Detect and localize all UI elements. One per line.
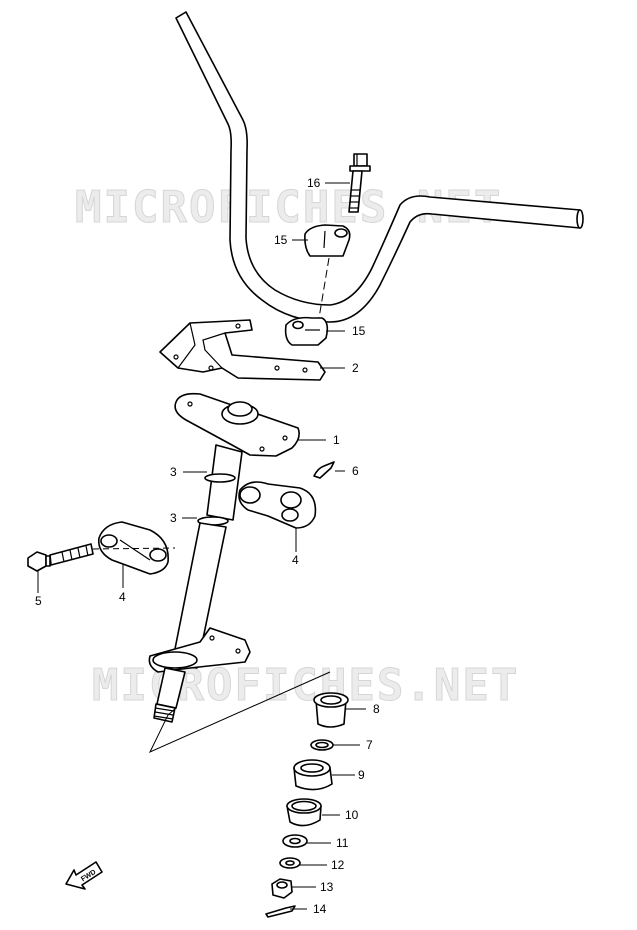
callout-4-left: 4 — [119, 590, 126, 604]
assembly-guide-line — [148, 671, 331, 754]
upper-bracket-1 — [174, 392, 300, 457]
lower-holder-15 — [284, 316, 329, 346]
callout-8: 8 — [373, 702, 380, 716]
callout-12: 12 — [331, 858, 345, 872]
steering-stem — [148, 444, 251, 723]
callout-4-right: 4 — [292, 553, 299, 567]
handlebar-clamp-4-right — [238, 481, 317, 529]
upper-holder-15 — [304, 224, 351, 257]
callout-3-upper: 3 — [170, 465, 177, 479]
callout-5: 5 — [35, 594, 42, 608]
cotter-pin-14 — [265, 905, 296, 918]
spacer-10 — [286, 798, 322, 827]
leader-lines — [37, 182, 366, 910]
callout-13: 13 — [320, 880, 334, 894]
callout-10: 10 — [345, 808, 359, 822]
callout-6: 6 — [352, 464, 359, 478]
bracket-2 — [159, 319, 326, 381]
callout-11: 11 — [336, 836, 349, 850]
callout-16: 16 — [307, 176, 321, 190]
callout-14: 14 — [313, 902, 327, 916]
bushing-8 — [313, 692, 349, 728]
callout-1: 1 — [333, 433, 340, 447]
washer-11 — [282, 834, 308, 848]
dust-seal-9 — [293, 759, 333, 791]
cotter-pin-6 — [313, 461, 335, 479]
callout-labels: 16 15 15 2 1 3 6 3 4 4 5 8 7 9 10 11 12 … — [35, 176, 380, 916]
washer-7 — [310, 739, 334, 751]
bolt-16 — [348, 153, 371, 213]
bolt-5 — [27, 543, 176, 572]
fwd-arrow-icon: FWD — [65, 861, 103, 890]
callout-9: 9 — [358, 768, 365, 782]
callout-7: 7 — [366, 738, 373, 752]
callout-2: 2 — [352, 361, 359, 375]
callout-15-lower: 15 — [352, 324, 366, 338]
handlebar — [175, 11, 584, 323]
nut-13 — [271, 878, 293, 899]
callout-15-upper: 15 — [274, 233, 288, 247]
handlebar-clamp-4-left — [97, 521, 169, 575]
callout-3-lower: 3 — [170, 511, 177, 525]
washer-12 — [279, 857, 301, 869]
